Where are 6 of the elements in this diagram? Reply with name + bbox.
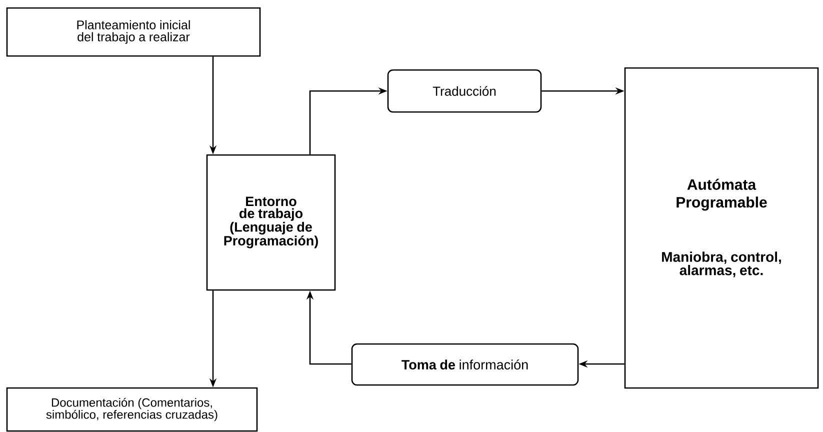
- rounded-box: Toma de información: [351, 343, 579, 386]
- process-box: Autómata Programable Maniobra, control, alarmas, etc.: [624, 67, 819, 389]
- process-box: Documentación (Comentarios, simbólico, referencias cruzadas): [6, 387, 258, 432]
- process-box: Entorno de trabajo (Lenguaje de Programación): [206, 154, 336, 291]
- rounded-box: Traducción: [387, 69, 542, 113]
- process-box: Planteamiento inicial del trabajo a realizar: [6, 7, 261, 57]
